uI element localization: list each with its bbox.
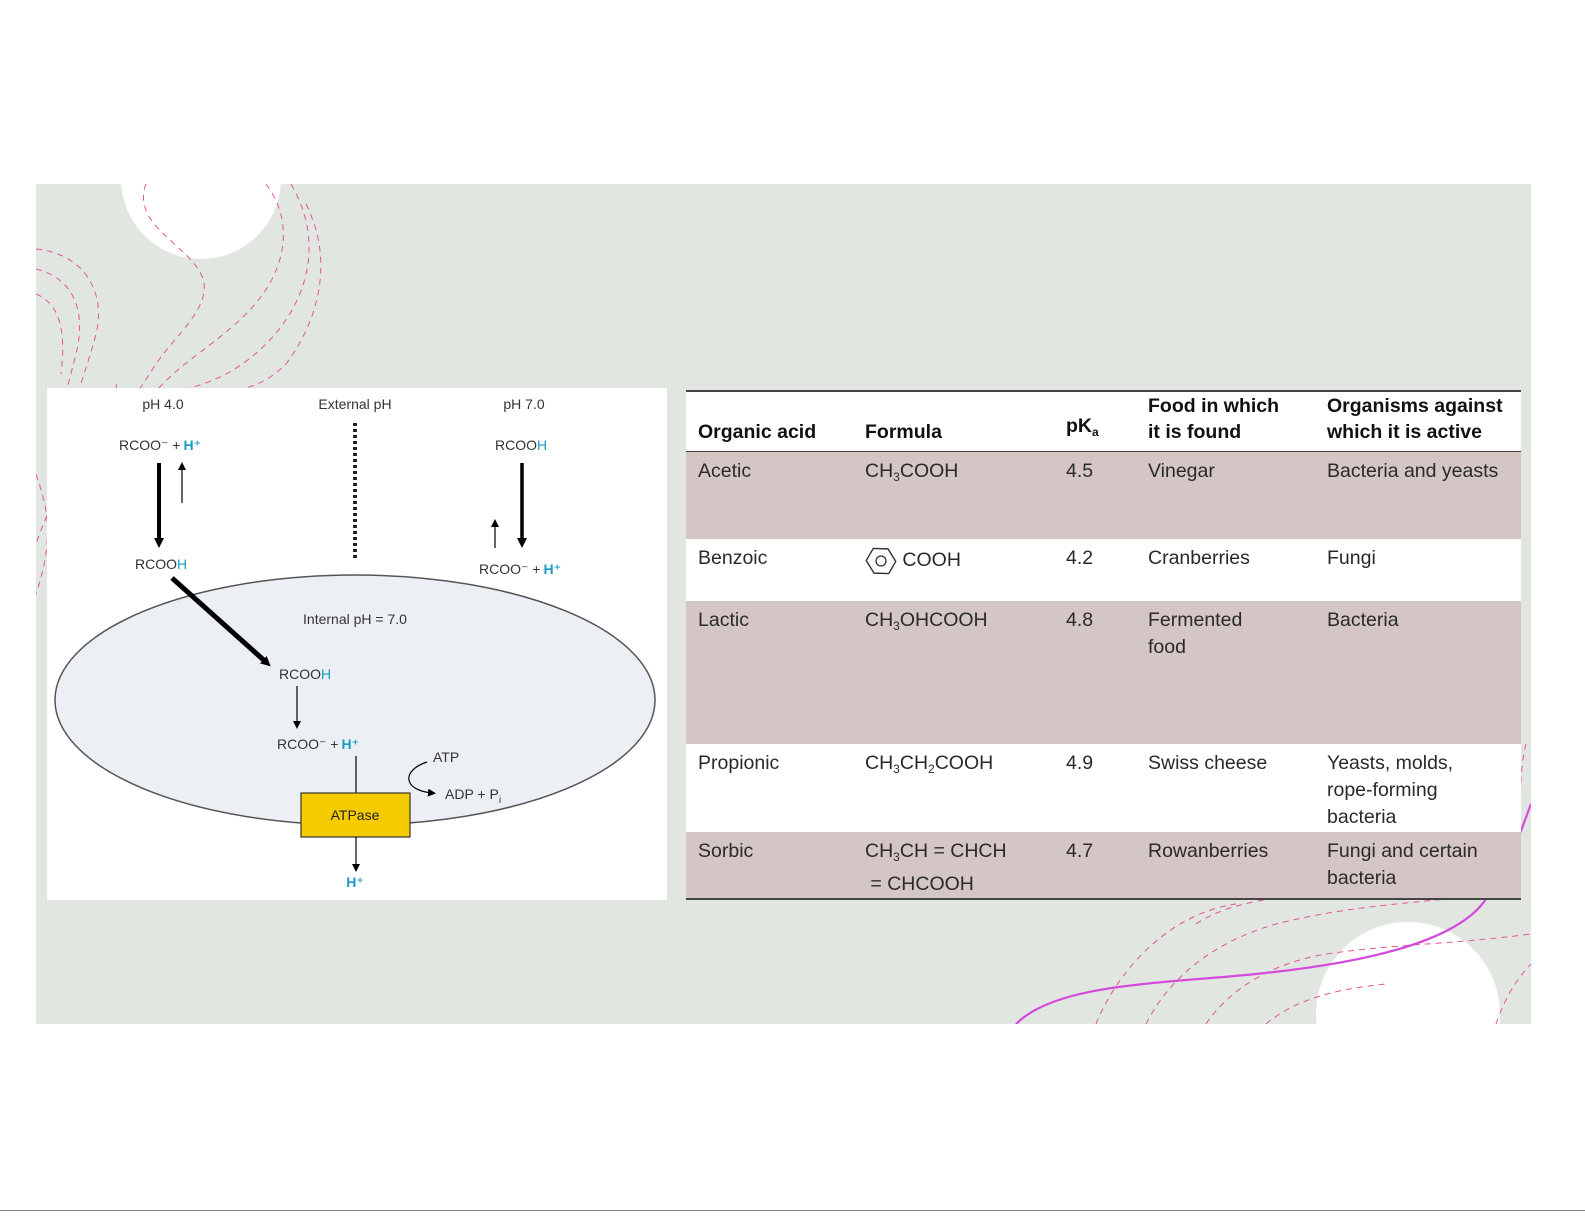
decor-dashed-lines-bottom	[1095, 743, 1531, 1024]
inner-species-1: RCOOH	[279, 666, 331, 682]
page-bottom-rule	[0, 1210, 1585, 1211]
header-formula: Formula	[853, 391, 1054, 452]
cell-acid: Propionic	[698, 752, 780, 774]
decor-circle-top	[121, 184, 281, 259]
cell-acid: Acetic	[686, 451, 853, 539]
atp-hydrolysis-arrow	[408, 761, 436, 797]
decor-circle-bottom	[1316, 922, 1500, 1024]
cell-organisms: Fungi	[1327, 547, 1376, 569]
cell-formula: CH3COOH	[853, 451, 1054, 539]
left-mid-species: RCOOH	[135, 556, 187, 572]
cell-formula: CH3CH2COOH	[865, 752, 994, 776]
cell-acid: Benzoic	[698, 547, 768, 569]
cell-formula: COOH	[853, 539, 1054, 601]
external-ph-label: External pH	[318, 396, 391, 412]
proton-out-label: H⁺	[346, 874, 364, 890]
diagram-canvas: pH 4.0 External pH pH 7.0 RCOO⁻ +H⁺ RCOO…	[54, 396, 656, 890]
cell-food: Rowanberries	[1136, 832, 1315, 900]
cell-pka: 4.8	[1054, 601, 1136, 744]
atpase-label: ATPase	[331, 807, 380, 823]
cell-pka: 4.9	[1066, 752, 1094, 774]
ph-left-label: pH 4.0	[142, 396, 183, 412]
right-mid-species: RCOO⁻ +H⁺	[479, 561, 561, 577]
table-row: Benzoic COOH 4.2 Cranberries Fungi	[686, 539, 1521, 601]
cell-acid: Lactic	[686, 601, 853, 744]
cell-formula: CH3OHCOOH	[853, 601, 1054, 744]
weak-acid-diagram: pH 4.0 External pH pH 7.0 RCOO⁻ +H⁺ RCOO…	[47, 388, 667, 900]
right-top-species: RCOOH	[495, 437, 547, 453]
cell-food: Cranberries	[1148, 547, 1250, 569]
header-pka: pKa	[1054, 391, 1136, 452]
cell-pka: 4.5	[1054, 451, 1136, 539]
benzene-ring-icon	[865, 547, 897, 575]
cell-pka: 4.7	[1054, 832, 1136, 900]
cell-organisms: Bacteria and yeasts	[1315, 451, 1521, 539]
cell-organisms: Bacteria	[1315, 601, 1521, 744]
cell-food: Vinegar	[1136, 451, 1315, 539]
cell-food: Swiss cheese	[1148, 752, 1268, 774]
cell-formula: CH3CH = CHCH = CHCOOH	[853, 832, 1054, 900]
left-top-species: RCOO⁻ +H⁺	[119, 437, 201, 453]
table-row: Sorbic CH3CH = CHCH = CHCOOH 4.7 Rowanbe…	[686, 832, 1521, 900]
diffusion-arrow	[170, 576, 271, 667]
inner-species-2: RCOO⁻ +H⁺	[277, 736, 359, 752]
internal-ph-label: Internal pH = 7.0	[303, 611, 407, 627]
header-organic-acid: Organic acid	[686, 391, 853, 452]
cell-pka: 4.2	[1066, 547, 1094, 569]
cell-acid: Sorbic	[686, 832, 853, 900]
atp-label: ATP	[433, 749, 459, 765]
ph-right-label: pH 7.0	[503, 396, 544, 412]
table-row: Propionic CH3CH2COOH 4.9 Swiss cheese Ye…	[686, 744, 1521, 832]
adp-label: ADP + Pi	[445, 786, 501, 806]
table-row: Acetic CH3COOH 4.5 Vinegar Bacteria and …	[686, 451, 1521, 539]
decorative-background	[36, 184, 1531, 1024]
